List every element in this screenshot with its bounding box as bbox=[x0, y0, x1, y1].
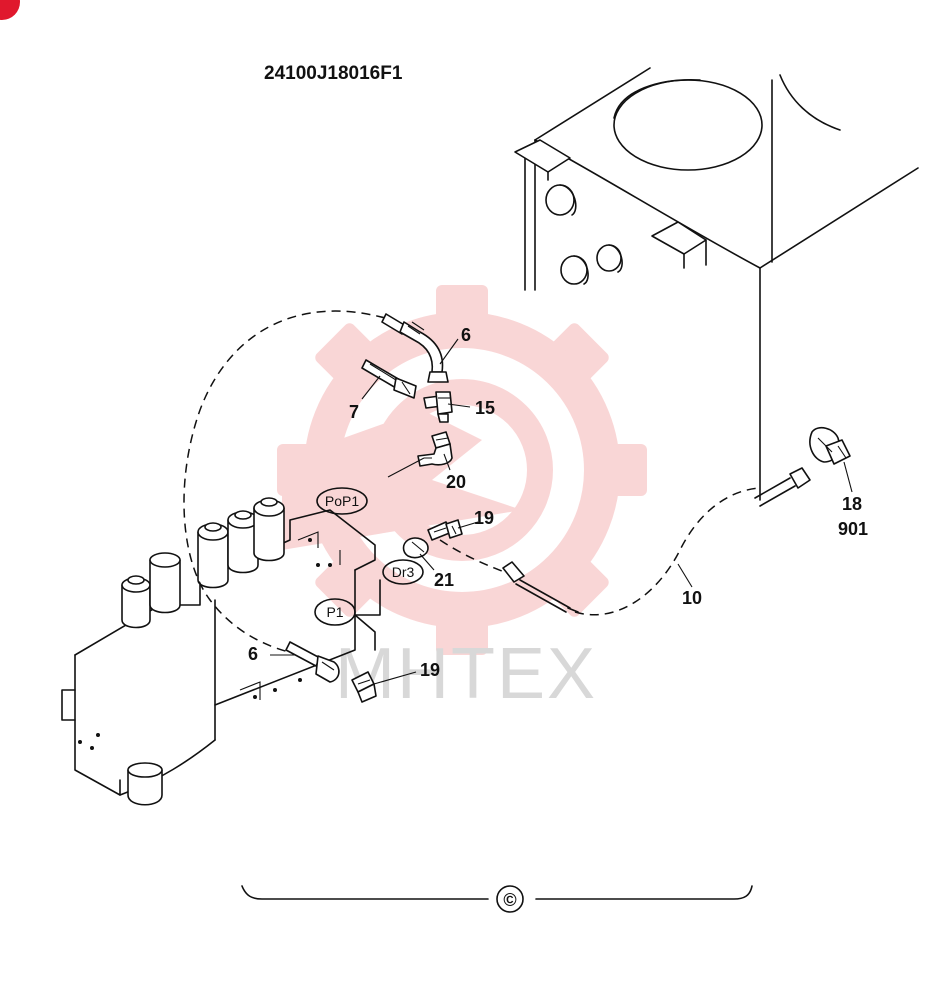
hydraulic-tank bbox=[514, 67, 919, 501]
view-marker: © bbox=[503, 890, 516, 910]
port-p1-label: P1 bbox=[326, 604, 343, 620]
drawing-code: 24100J18016F1 bbox=[264, 63, 403, 84]
view-bracket: © bbox=[241, 885, 753, 913]
callout-6-bottom: 6 bbox=[248, 644, 258, 664]
callout-10: 10 bbox=[682, 588, 702, 608]
fitting-20 bbox=[417, 431, 453, 467]
view-marker-circle bbox=[496, 885, 524, 913]
port-pop1-label: PoP1 bbox=[325, 493, 359, 509]
fitting-21 bbox=[402, 537, 429, 559]
callout-7: 7 bbox=[349, 402, 359, 422]
fitting-18 bbox=[809, 426, 851, 465]
fitting-19-bottom bbox=[351, 671, 377, 703]
control-valve bbox=[61, 497, 381, 806]
fitting-15 bbox=[423, 391, 453, 423]
watermark-gear-icon bbox=[277, 285, 647, 655]
valve-spool-caps bbox=[121, 497, 285, 629]
callout-20: 20 bbox=[446, 472, 466, 492]
hose-end-10-tank bbox=[754, 467, 811, 507]
callout-21: 21 bbox=[434, 570, 454, 590]
callout-6-top: 6 bbox=[461, 325, 471, 345]
watermark-text: MHTEX bbox=[335, 634, 597, 714]
hose-end-6-top bbox=[381, 313, 449, 383]
corner-badge bbox=[0, 0, 20, 20]
callout-901: 901 bbox=[838, 519, 868, 539]
port-dr3-label: Dr3 bbox=[392, 564, 415, 580]
hose-end-10 bbox=[502, 561, 579, 613]
callout-19-top: 19 bbox=[474, 508, 494, 528]
callout-15: 15 bbox=[475, 398, 495, 418]
hose-end-6-bottom bbox=[285, 641, 340, 683]
callout-18: 18 bbox=[842, 494, 862, 514]
port-dr3: Dr3 bbox=[382, 559, 424, 585]
leader-lines bbox=[270, 338, 853, 685]
fitting-19-top bbox=[427, 519, 463, 541]
hose-end-7 bbox=[361, 359, 417, 399]
port-pop1: PoP1 bbox=[316, 487, 368, 515]
port-p1: P1 bbox=[314, 598, 356, 626]
callout-19-bottom: 19 bbox=[420, 660, 440, 680]
